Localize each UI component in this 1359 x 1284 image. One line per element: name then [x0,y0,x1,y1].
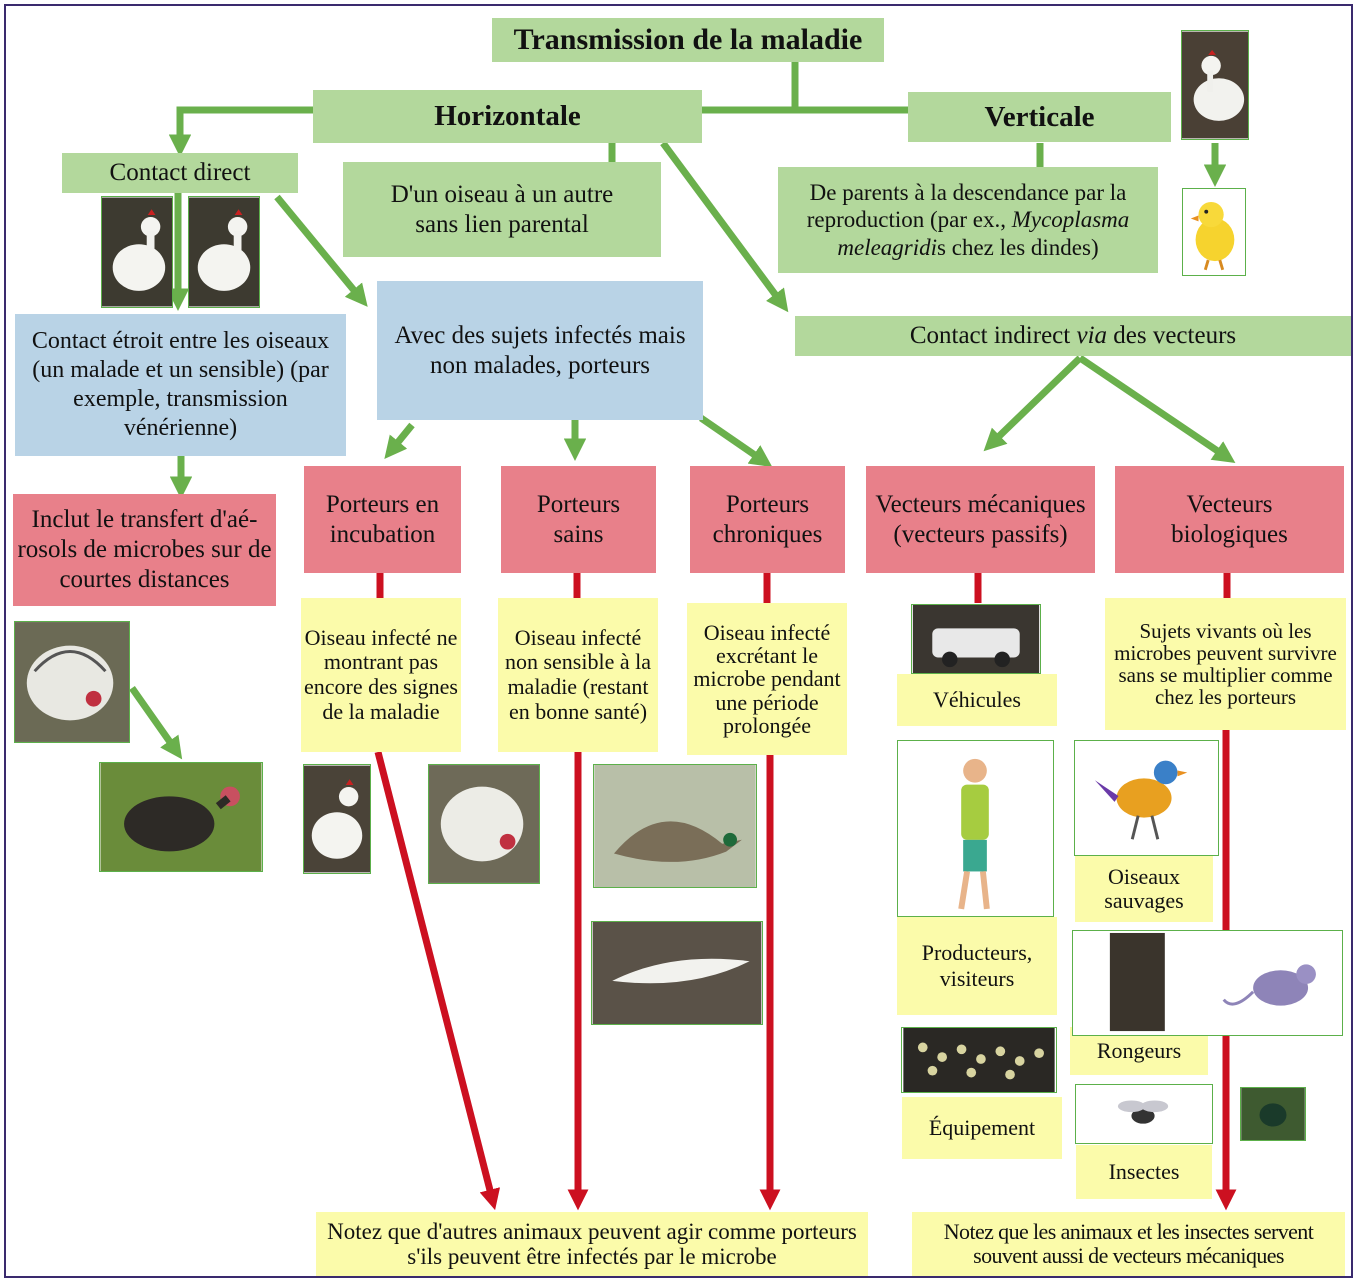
desc-sains-box: Oiseau infecté non sensible à la maladie… [498,598,658,752]
contact-indirect-text: Contact indirect via des vecteurs [910,321,1236,351]
desc-chroniques-box: Oiseau infecté excrétant le microbe pend… [687,603,847,755]
insectes-label: Insectes [1076,1145,1212,1199]
note-insectes-box: Notez que les animaux et les insectes se… [912,1212,1345,1276]
sujets-infectes-box: Avec des sujets infectés mais non malade… [377,281,703,420]
vertical-desc-text: De parents à la descendance par la repro… [786,179,1150,262]
turkey-white-photo [14,621,130,743]
vehicules-label: Véhicules [897,674,1057,726]
indirect-part2: des vecteurs [1107,322,1236,349]
vertical-desc-part2: s chez les dindes) [937,235,1099,260]
vecteurs-biologiques-box: Vecteurs biologiques [1115,466,1344,573]
vecteurs-mecaniques-box: Vecteurs mécaniques (vecteurs passifs) [866,466,1095,573]
chick-illustration [1182,188,1246,276]
porteurs-sains-box: Porteurs sains [501,466,656,573]
oiseaux-sauvages-label: Oiseaux sauvages [1075,856,1213,922]
hen-photo-incubation [303,764,371,874]
vertical-box: Verticale [908,92,1171,142]
aerosols-box: Inclut le transfert d'aé-rosols de micro… [13,494,276,606]
fly-illustration [1075,1084,1213,1144]
contact-direct-box: Contact direct [62,153,298,193]
indirect-via: via [1076,322,1107,349]
equipement-label: Équipement [902,1097,1062,1159]
contact-indirect-box: Contact indirect via des vecteurs [795,316,1351,356]
vertical-desc-box: De parents à la descendance par la repro… [778,167,1158,273]
turkey-white-photo-2 [428,764,540,884]
indirect-part1: Contact indirect [910,322,1077,349]
wild-bird-illustration [1074,740,1219,856]
horizontal-desc-box: D'un oiseau à un autre sans lien parenta… [343,162,661,257]
hen-photo-2 [188,196,260,308]
vehicle-photo [911,604,1041,674]
rodents-photo [1072,930,1343,1036]
horizontal-box: Horizontale [313,90,702,143]
hen-photo-vertical [1181,30,1249,140]
note-animaux-box: Notez que d'autres animaux peuvent agir … [316,1212,868,1276]
porteurs-chroniques-box: Porteurs chroniques [690,466,845,573]
turkey-wild-photo [99,762,263,872]
porteurs-incubation-box: Porteurs en incubation [304,466,461,573]
contact-etroit-box: Contact étroit entre les oiseaux (un mal… [15,314,346,456]
beetle-photo [1240,1087,1306,1141]
duck-photo [593,764,757,888]
hen-photo-1 [101,196,173,308]
desc-incubation-box: Oiseau infecté ne montrant pas encore de… [301,598,461,752]
title-box: Transmission de la maladie [492,18,884,62]
person-illustration [897,740,1054,917]
equipment-photo [901,1027,1057,1093]
producteurs-label: Producteurs, visiteurs [897,917,1057,1015]
desc-biologiques-box: Sujets vivants où les microbes peuvent s… [1105,598,1346,730]
swan-photo [591,921,763,1025]
